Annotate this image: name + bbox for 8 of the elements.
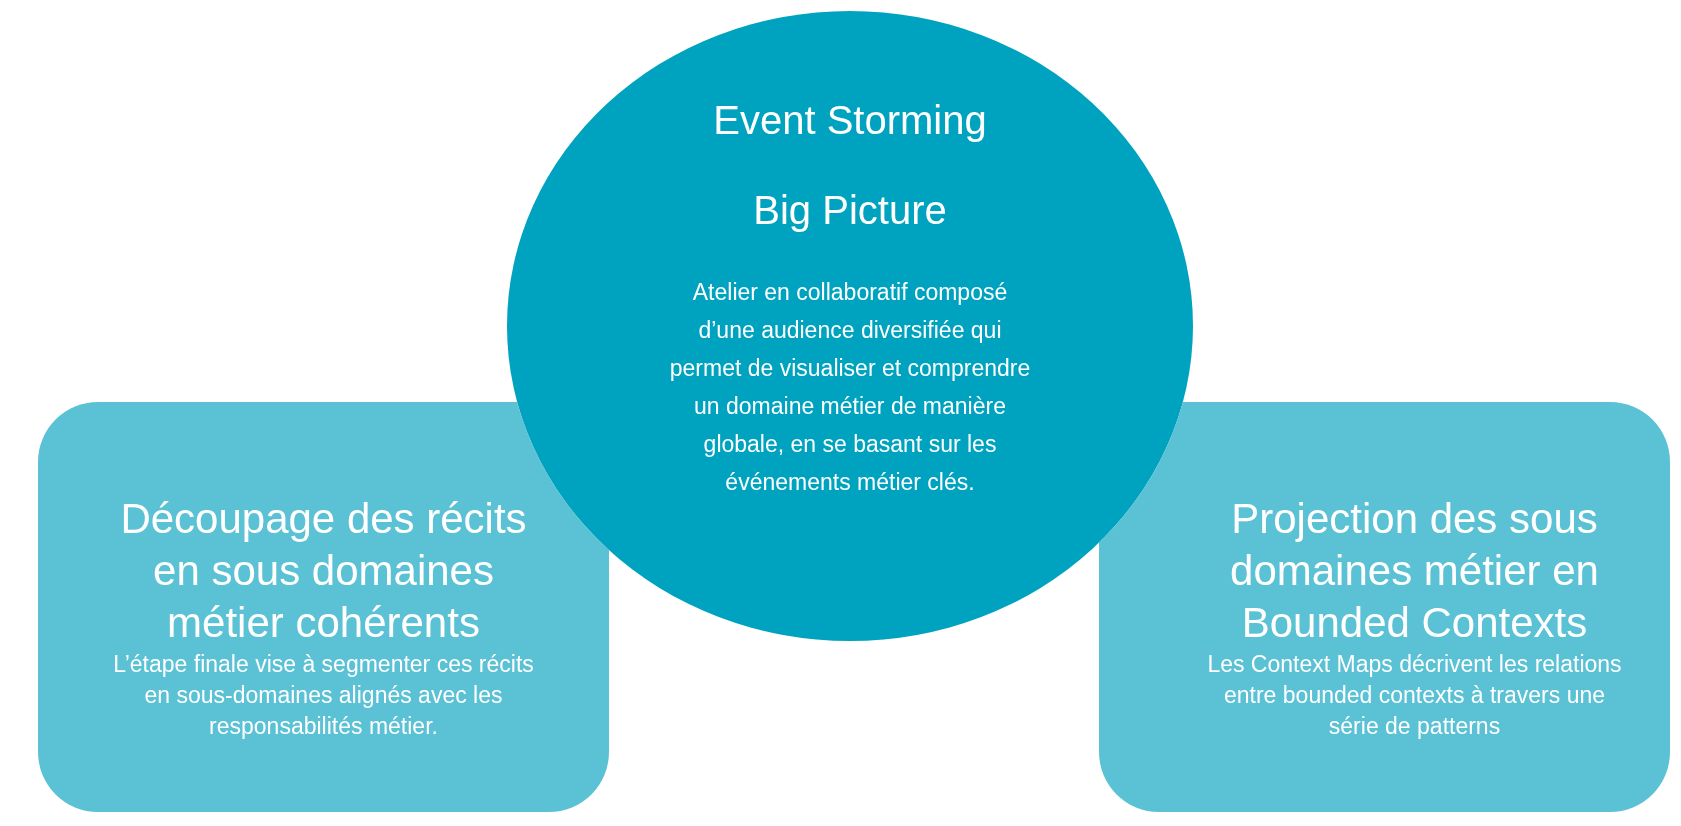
box-title: Découpage des récits en sous domaines métier cohérents [119, 493, 528, 648]
box-description: L’étape finale vise à segmenter ces récits en sous-domaines alignés avec les responsabilités métier. [112, 649, 535, 741]
circle-description: Atelier en collaboratif composé d’une audience diversifiée qui permet de visualiser et comprendre un domaine métier de manière globale, en se basant sur les événements métier clés. [668, 278, 1032, 497]
box-description: Les Context Maps décrivent les relations entre bounded contexts à travers une série de patterns [1206, 649, 1623, 741]
circle-title: Event Storming Big Picture [712, 97, 988, 234]
box-title: Projection des sous domaines métier en Bounded Contexts [1229, 493, 1600, 648]
rounded-box [1099, 402, 1670, 812]
rounded-box [38, 402, 609, 812]
